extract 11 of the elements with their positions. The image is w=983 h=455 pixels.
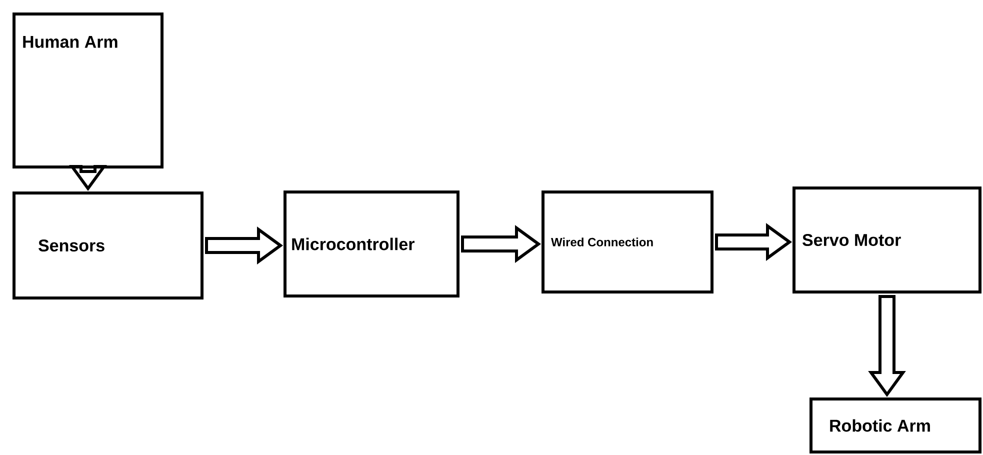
block-arrow bbox=[461, 225, 542, 263]
block-arrow bbox=[69, 165, 107, 192]
process-box: Servo Motor bbox=[792, 186, 982, 294]
process-box: Human Arm bbox=[12, 12, 164, 168]
process-box: Wired Connection bbox=[542, 190, 714, 294]
block-arrow bbox=[868, 295, 906, 398]
process-box: Sensors bbox=[12, 192, 204, 300]
process-box: Microcontroller bbox=[284, 190, 460, 298]
block-arrow bbox=[715, 223, 792, 261]
process-box: Robotic Arm bbox=[810, 398, 982, 454]
block-arrow bbox=[205, 226, 284, 264]
